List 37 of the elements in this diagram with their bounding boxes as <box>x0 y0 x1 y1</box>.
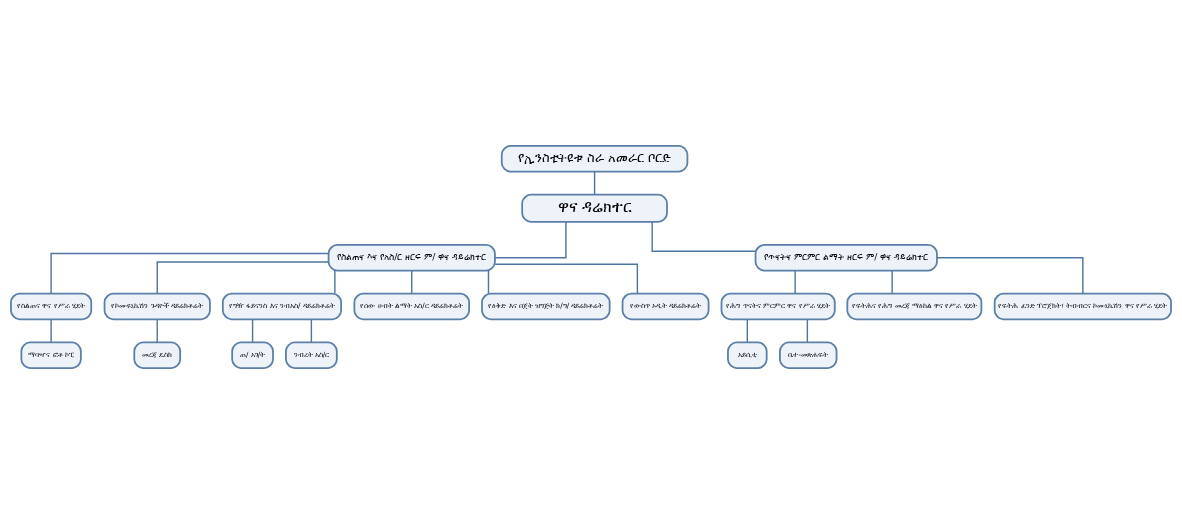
node-box: የኮሙዩኒኬሽን ጉዳዮች ዳይሬክቶሬት <box>103 292 211 321</box>
node-box: መረጃ ዴስክ <box>133 341 182 370</box>
connector <box>50 252 330 295</box>
connector <box>50 318 52 343</box>
node-box: የውስጥ ኦዲት ዳይሬክቶሬት <box>621 292 710 321</box>
node-box: ጠ/ አገ/ት <box>231 341 274 370</box>
node-box: ማባዣና ፎቶ ኮፒ <box>20 341 82 370</box>
connector <box>494 221 567 259</box>
connector <box>651 221 757 252</box>
connector <box>806 318 809 343</box>
node-box: የስልጠና እና የአስ/ር ዘርፍ ም/ ዋና ዳይሬክተር <box>327 243 496 272</box>
connector <box>310 318 313 343</box>
node-box: የኢንስቲትዩቱ ስራ አመራር ቦርድ <box>500 144 689 173</box>
connector <box>936 257 1084 295</box>
node-box: ንብረት አስ/ር <box>285 341 338 370</box>
node-box: የፍትሕ ፈንድ ፕሮጀክት፣ ትብብርና ኮሙኒኬሽን ዋና የሥራ ሂደት <box>993 292 1172 321</box>
node-box: ቤተ-መጽሐፍት <box>779 341 838 370</box>
connector <box>494 263 639 295</box>
connector <box>891 270 893 295</box>
connector <box>156 318 158 343</box>
connector <box>593 171 596 196</box>
node-box: የሕግ ጥናትና ምርምር ዋና የሥራ ሂደት <box>720 292 836 321</box>
connector <box>156 261 330 295</box>
connector <box>487 270 490 295</box>
connector <box>746 318 748 343</box>
node-box: የጥናትና ምርምር ልማት ዘርፍ ም/ ዋና ዳይሬክተር <box>754 243 938 272</box>
connector <box>334 270 336 295</box>
connector <box>794 270 796 295</box>
node-box: የፍትሕና የሕግ መረጃ ማዕከል ዋና የሥራ ሂደት <box>846 292 983 321</box>
connector <box>251 318 254 343</box>
connector <box>411 270 413 295</box>
node-box: የዕቅድ እና በጀት ዝግጅት ክ/ግ/ ዳይሬክቶሬት <box>481 292 611 321</box>
node-box: የሰው ሀብት ልማት አስ/ር ዳይሬክቶሬት <box>353 292 470 321</box>
node-box: አይሲቲ <box>727 341 768 370</box>
node-box: ዋና ዳሬክተር <box>521 193 668 223</box>
node-box: የግዥ ፋይናንስ እና ንብአስ/ ዳይሬክቶሬት <box>221 292 343 321</box>
node-box: የስልጠና ዋና የሥራ ሂደት <box>10 292 93 321</box>
